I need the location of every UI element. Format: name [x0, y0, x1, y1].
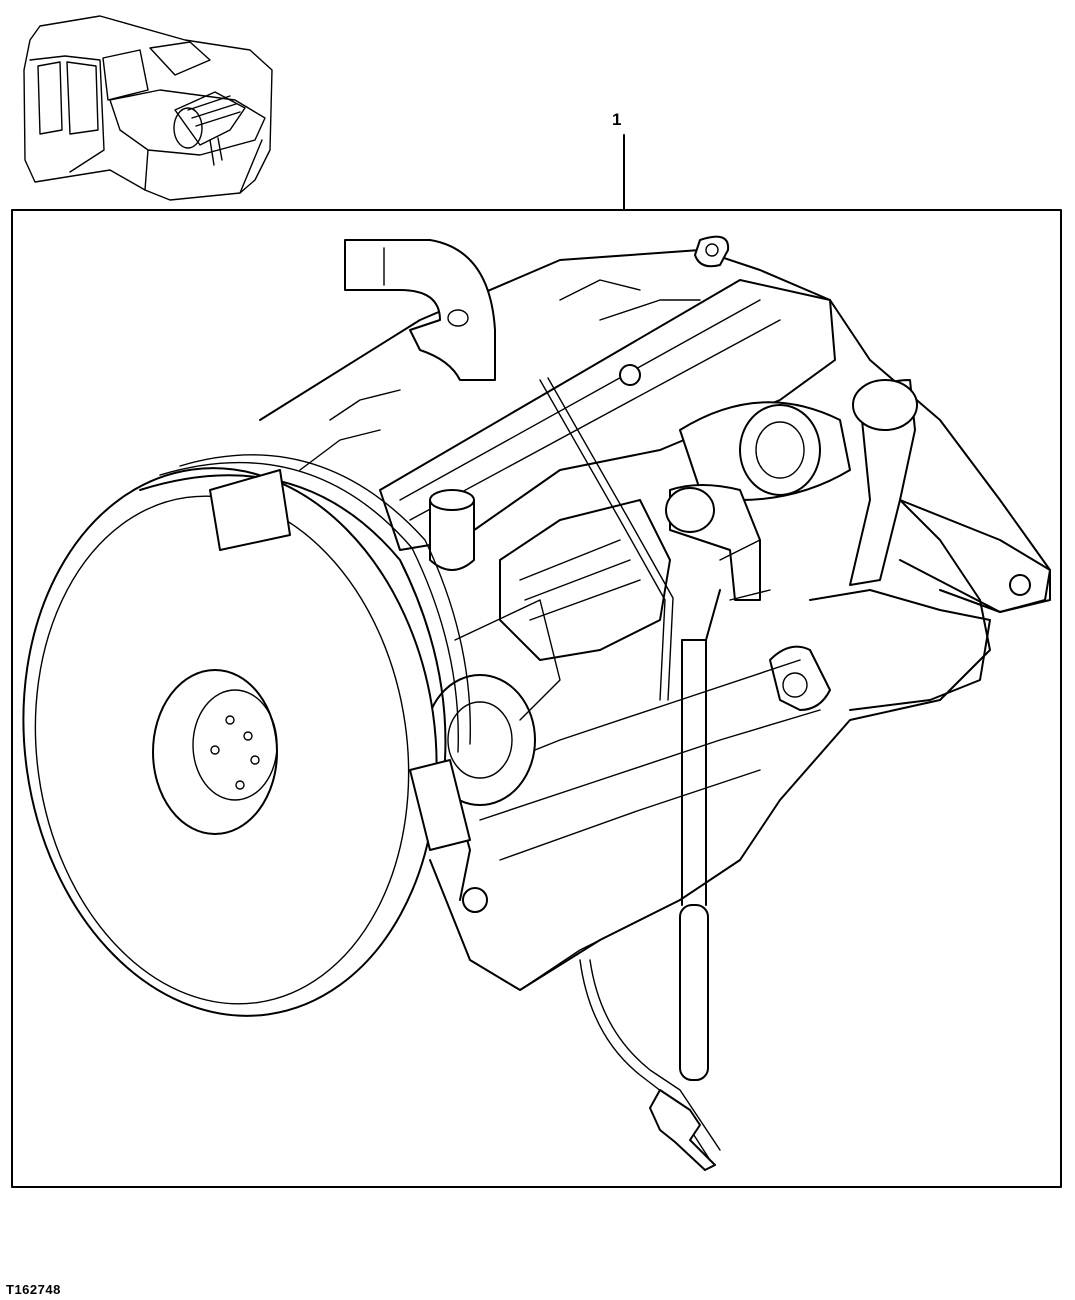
locator-machine-thumbnail	[23, 15, 273, 201]
fuel-line	[539, 379, 666, 701]
intake-elbow	[344, 239, 496, 381]
dipstick-tube	[681, 639, 707, 906]
locator-engine-highlight	[173, 91, 246, 166]
sensor-wire	[589, 959, 721, 1151]
flywheel-hub	[152, 669, 278, 835]
figure-id: T162748	[6, 1282, 61, 1297]
engine-assembly	[22, 235, 1051, 1171]
illustration-frame	[11, 209, 1062, 1188]
callout-number: 1	[612, 110, 622, 129]
lifting-eye	[694, 235, 730, 268]
exhaust-manifold	[499, 499, 671, 661]
oil-filler-cap	[429, 499, 475, 571]
sensor-connector	[649, 1089, 716, 1171]
engine-mount	[899, 499, 1051, 613]
starter-motor	[769, 645, 831, 711]
